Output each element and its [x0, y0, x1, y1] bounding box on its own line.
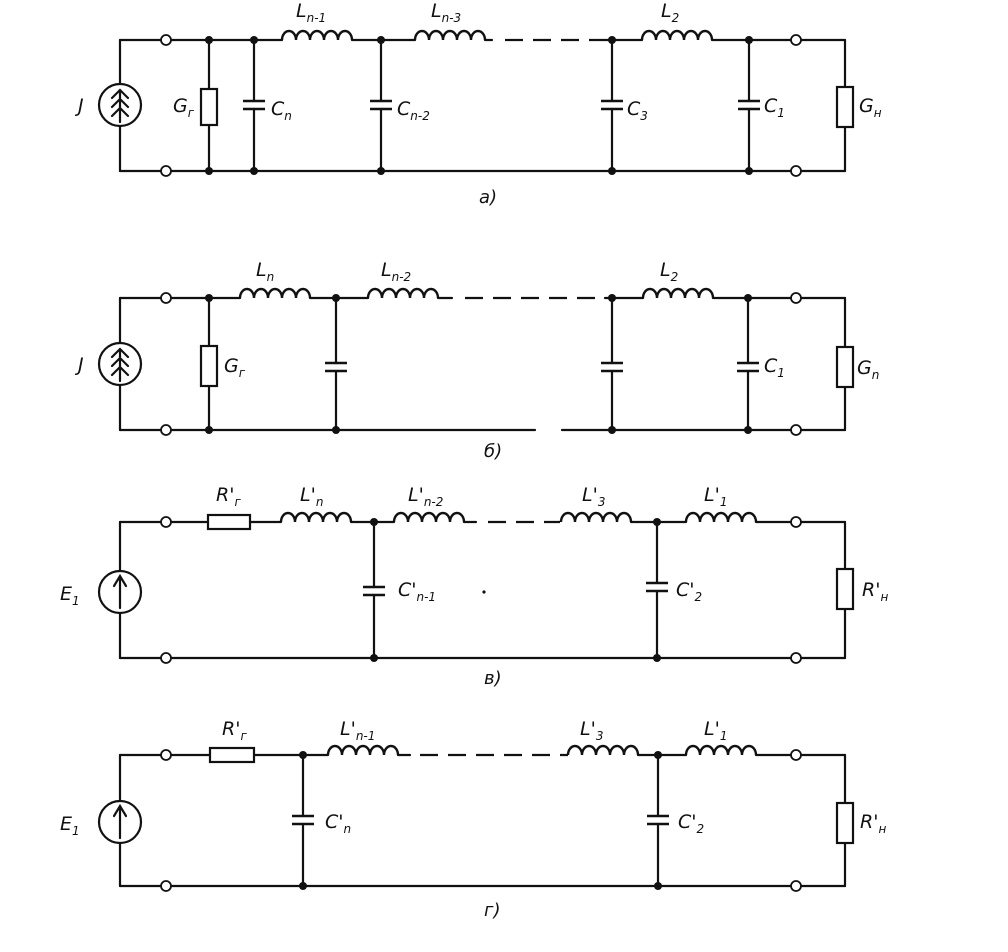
- resistor-icon: [206, 513, 252, 531]
- svg-text:C'2: C'2: [676, 579, 702, 604]
- circuit-g: E1 R'г L'n-1 L'3 L'1 C'n C'2 R'н г): [60, 718, 886, 921]
- conductance-icon: [199, 87, 219, 127]
- svg-text:J: J: [74, 354, 84, 376]
- source-label-a: J: [74, 95, 84, 117]
- svg-text:Cn-2: Cn-2: [397, 98, 430, 123]
- svg-text:L'1: L'1: [704, 484, 727, 509]
- resistor-icon: [208, 746, 256, 764]
- svg-text:E1: E1: [60, 813, 80, 838]
- svg-text:L'n-1: L'n-1: [340, 718, 375, 743]
- svg-text:L'3: L'3: [580, 718, 603, 743]
- svg-text:C3: C3: [627, 98, 648, 123]
- svg-text:Cn: Cn: [271, 98, 292, 123]
- svg-text:L2: L2: [660, 259, 678, 284]
- svg-text:L'n-2: L'n-2: [408, 484, 443, 509]
- caption-b: б): [484, 441, 502, 462]
- circuit-a: J Gг Cn Cn-2 C3 C1 Gн Ln-1 Ln-3 L2 а): [74, 0, 882, 208]
- circuit-b: J Gг C1 Gn Ln Ln-2 L2 б): [74, 259, 879, 462]
- svg-text:L'n: L'n: [300, 484, 323, 509]
- svg-text:C'n: C'n: [325, 811, 351, 836]
- svg-text:R'г: R'г: [222, 718, 247, 743]
- svg-text:R'н: R'н: [860, 811, 886, 836]
- svg-text:R'н: R'н: [862, 579, 888, 604]
- svg-text:E1: E1: [60, 583, 80, 608]
- current-source-icon: [97, 82, 143, 128]
- svg-text:C1: C1: [764, 355, 785, 380]
- svg-text:C1: C1: [764, 95, 785, 120]
- caption-g: г): [484, 900, 500, 921]
- svg-text:Ln-2: Ln-2: [381, 259, 411, 284]
- svg-text:L'1: L'1: [704, 718, 727, 743]
- svg-text:Ln-3: Ln-3: [431, 0, 461, 25]
- svg-text:Gг: Gг: [224, 355, 246, 380]
- current-source-icon: [97, 341, 143, 387]
- svg-text:Ln-1: Ln-1: [296, 0, 326, 25]
- svg-text:L2: L2: [661, 0, 679, 25]
- caption-v: в): [484, 668, 502, 689]
- svg-text:R'г: R'г: [216, 484, 241, 509]
- caption-a: а): [479, 187, 497, 208]
- voltage-source-icon: [97, 799, 143, 845]
- svg-text:Ln: Ln: [256, 259, 274, 284]
- voltage-source-icon: [97, 569, 143, 615]
- circuit-v: E1 R'г L'n L'n-2 L'3 L'1 C'n-1 C'2 R'н в…: [60, 484, 888, 689]
- svg-text:Gn: Gn: [857, 357, 879, 382]
- svg-text:C'2: C'2: [678, 811, 704, 836]
- svg-text:C'n-1: C'n-1: [398, 579, 436, 604]
- svg-text:Gн: Gн: [859, 95, 882, 120]
- svg-text:Gг: Gг: [173, 95, 195, 120]
- svg-text:L'3: L'3: [582, 484, 605, 509]
